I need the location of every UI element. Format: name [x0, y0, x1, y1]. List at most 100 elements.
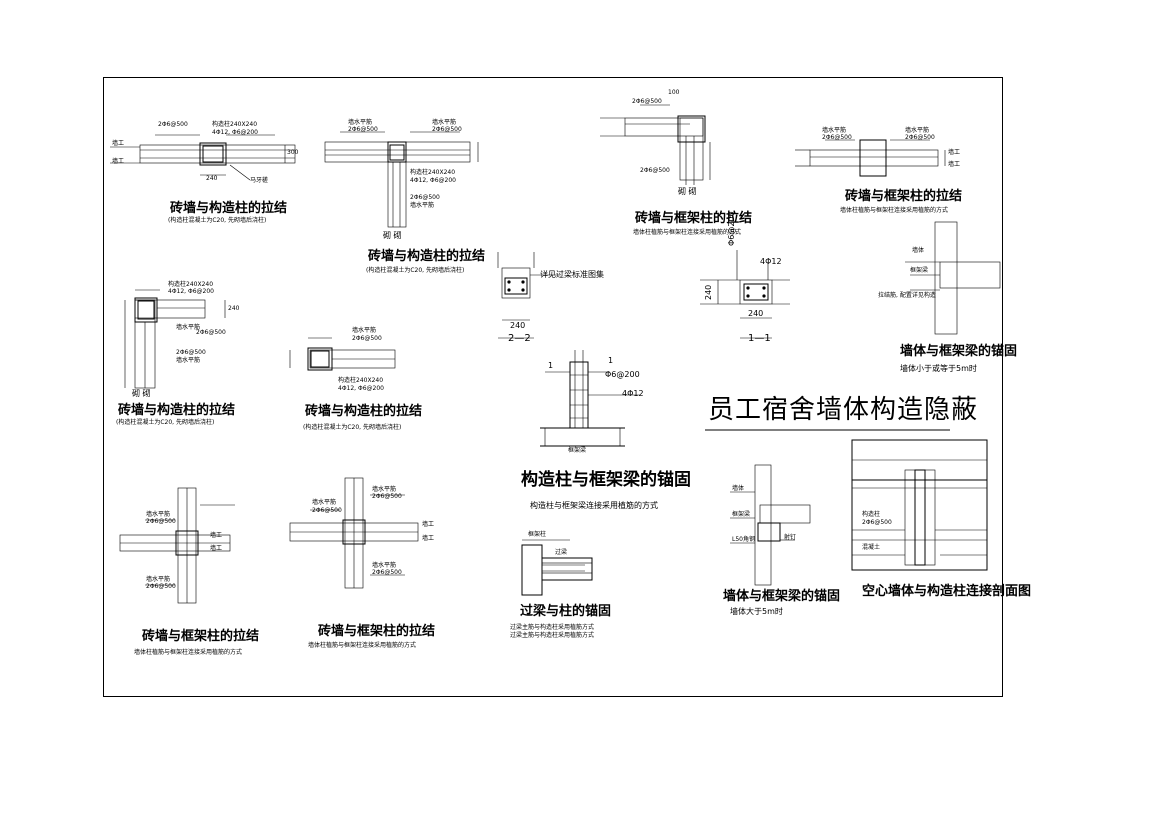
detail-11-caption: 砖墙与框架柱的拉结 — [142, 629, 260, 644]
detail-11-label: 墙水平筋 — [146, 511, 171, 518]
detail-4-drawing — [795, 139, 946, 177]
detail-5-note: (构造柱混凝土为C20, 先砌墙后浇柱) — [116, 419, 215, 426]
sheet-title: 员工宿舍墙体构造隐蔽 — [708, 395, 979, 425]
detail-10-caption: 构造柱与框架梁的锚固 — [521, 470, 691, 490]
detail-4-label: 2Φ6@500 — [905, 134, 935, 141]
detail-14-label: L50角钢 — [732, 536, 755, 543]
detail-14-caption: 墙体与框架梁的锚固 — [723, 589, 841, 604]
detail-15-drawing — [851, 439, 988, 571]
detail-2-label: 2Φ6@500 — [410, 194, 440, 201]
detail-7-section-label: 2—2 — [508, 333, 531, 344]
detail-14-label: 墙体 — [732, 485, 745, 492]
detail-6-caption: 砖墙与构造柱的拉结 — [305, 404, 423, 419]
detail-10-drawing — [540, 350, 640, 447]
detail-9-drawing — [905, 221, 1001, 335]
detail-5-caption: 砖墙与构造柱的拉结 — [118, 403, 236, 418]
detail-6-drawing — [289, 337, 396, 371]
detail-12-label: 2Φ6@500 — [372, 569, 402, 576]
detail-8-drawing — [700, 250, 790, 339]
detail-3-label: 2Φ6@500 — [640, 167, 670, 174]
detail-11-label: 墙工 — [210, 532, 223, 539]
detail-9-caption: 墙体与框架梁的锚固 — [900, 344, 1018, 359]
detail-13-note-2: 过梁主筋与构造柱采用植筋方式 — [510, 632, 595, 639]
detail-5-label: 墙水平筋 — [176, 324, 201, 331]
detail-2-label: 砌 砌 — [383, 231, 402, 240]
detail-5-label: 砌 砌 — [132, 389, 151, 398]
detail-15-label: 构造柱 — [862, 511, 881, 518]
detail-12-label: 墙工 — [422, 535, 435, 542]
detail-3-caption: 砖墙与框架柱的拉结 — [635, 211, 753, 226]
detail-7-drawing — [497, 252, 560, 339]
detail-4-label: 墙水平筋 — [905, 127, 930, 134]
detail-4-label: 2Φ6@500 — [822, 134, 852, 141]
detail-5-label: 240 — [228, 305, 240, 312]
detail-4-label: 墙水平筋 — [822, 127, 847, 134]
detail-12-label: 墙工 — [422, 521, 435, 528]
detail-12-label: 墙水平筋 — [312, 499, 337, 506]
detail-10-label: 1 — [548, 361, 554, 370]
detail-9-label: 墙体 — [912, 247, 925, 254]
detail-7-ref-note: 详见过梁标准图集 — [540, 270, 604, 279]
detail-15-label: 混凝土 — [862, 544, 881, 551]
detail-14-label: 射钉 — [784, 534, 797, 541]
detail-3-note: 墙体柱植筋与框架柱连接采用植筋的方式 — [633, 229, 742, 236]
detail-11-label: 2Φ6@500 — [146, 518, 176, 525]
detail-2-label: 构造柱240X240 — [410, 169, 456, 176]
detail-13-caption: 过梁与柱的锚固 — [520, 604, 612, 619]
detail-14-drawing — [730, 464, 811, 586]
detail-12-label: 2Φ6@500 — [312, 507, 342, 514]
detail-8-label: Φ6@200 — [727, 211, 736, 246]
detail-11-note: 墙体柱植筋与框架柱连接采用植筋的方式 — [134, 649, 243, 656]
detail-2-label: 2Φ6@500 — [432, 126, 462, 133]
detail-10-label: 框架梁 — [568, 447, 587, 454]
detail-11-label: 2Φ6@500 — [146, 583, 176, 590]
detail-1-label: 300 — [287, 149, 299, 156]
detail-9-label: 框架梁 — [910, 267, 929, 274]
detail-1-note: (构造柱混凝土为C20, 先砌墙后浇柱) — [168, 217, 267, 224]
detail-2-note: (构造柱混凝土为C20, 先砌墙后浇柱) — [366, 267, 465, 274]
detail-4-caption: 砖墙与框架柱的拉结 — [845, 189, 963, 204]
detail-6-label: 2Φ6@500 — [352, 335, 382, 342]
detail-15-label: 2Φ6@500 — [862, 519, 892, 526]
detail-4-label: 墙工 — [948, 149, 961, 156]
detail-3-label: 砌 砌 — [678, 187, 697, 196]
detail-6-label: 构造柱240X240 — [338, 377, 384, 384]
detail-10-label: Φ6@200 — [605, 370, 640, 379]
detail-11-label: 墙工 — [210, 545, 223, 552]
detail-2-label: 4Φ12, Φ6@200 — [410, 177, 456, 184]
detail-10-note: 构造柱与框架梁连接采用植筋的方式 — [530, 501, 658, 510]
detail-5-label: 2Φ6@500 — [196, 329, 226, 336]
detail-8-label: 4Φ12 — [760, 257, 782, 266]
detail-12-label: 2Φ6@500 — [372, 493, 402, 500]
detail-12-label: 墙水平筋 — [372, 486, 397, 493]
detail-5-label: 4Φ12, Φ6@200 — [168, 288, 214, 295]
detail-3-drawing — [600, 104, 711, 185]
detail-2-label: 墙水平筋 — [410, 202, 435, 209]
detail-2-caption: 砖墙与构造柱的拉结 — [368, 249, 486, 264]
detail-1-label: 2Φ6@500 — [158, 121, 188, 128]
detail-6-note: (构造柱混凝土为C20, 先砌墙后浇柱) — [303, 424, 402, 431]
detail-8-label: 240 — [704, 284, 713, 300]
detail-12-label: 墙水平筋 — [372, 562, 397, 569]
detail-1-label: 4Φ12, Φ6@200 — [212, 129, 258, 136]
detail-13-label: 框架柱 — [528, 531, 547, 538]
detail-11-drawing — [119, 487, 235, 604]
drawing-border — [103, 77, 1003, 697]
detail-6-label: 4Φ12, Φ6@200 — [338, 385, 384, 392]
detail-10-label: 4Φ12 — [622, 389, 644, 398]
detail-8-label: 240 — [748, 309, 764, 318]
detail-14-label: 框架梁 — [732, 511, 751, 518]
detail-9-label: 拉结筋, 配置详见构造 — [878, 292, 936, 299]
detail-1-label: 构造柱240X240 — [212, 121, 258, 128]
detail-3-label: 2Φ6@500 — [632, 98, 662, 105]
detail-3-label: 100 — [668, 89, 680, 96]
detail-13-note: 过梁主筋与构造柱采用植筋方式 — [510, 624, 595, 631]
detail-1-label: 马牙槎 — [250, 177, 269, 184]
detail-1-caption: 砖墙与构造柱的拉结 — [170, 201, 288, 216]
detail-12-caption: 砖墙与框架柱的拉结 — [318, 624, 436, 639]
detail-12-drawing — [289, 477, 419, 589]
detail-2-label: 墙水平筋 — [348, 119, 373, 126]
detail-11-label: 墙水平筋 — [146, 576, 171, 583]
